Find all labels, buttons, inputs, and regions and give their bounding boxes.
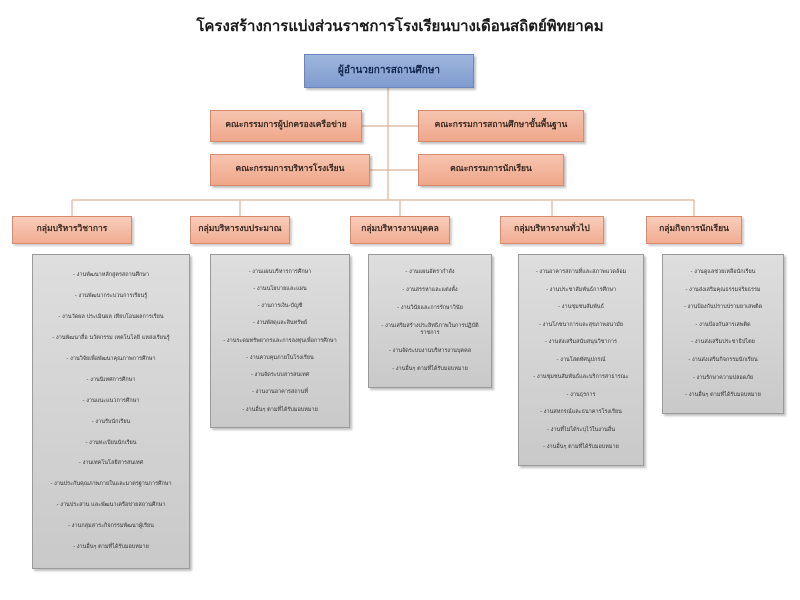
group-general-admin: กลุ่มบริหารงานทั่วไป <box>500 216 604 244</box>
task-item: - งานอื่นๆ ตามที่ได้รับมอบหมาย <box>685 392 761 399</box>
task-item: - งานเสริมสร้างประสิทธิภาพในการปฏิบัติรา… <box>381 323 479 336</box>
task-item: - งานอื่นๆ ตามที่ได้รับมอบหมาย <box>392 366 468 372</box>
task-item: - งานดูแลช่วยเหลือนักเรียน <box>690 269 756 276</box>
task-item: - งานวิจัยเพื่อพัฒนาคุณภาพการศึกษา <box>66 355 156 362</box>
task-item: - งานพัฒนากระบวนการเรียนรู้ <box>74 293 148 300</box>
task-list-general-admin: - งานอาคารสถานที่และสภาพแวดล้อม - งานประ… <box>518 254 644 466</box>
task-item: - งานวัดผล ประเมินผล เทียบโอนผลการเรียน <box>58 314 164 321</box>
task-item: - งานพัฒนาสื่อ นวัตกรรม เทคโนโลยี แหล่งเ… <box>52 335 170 342</box>
page-title: โครงสร้างการแบ่งส่วนราชการโรงเรียนบางเดื… <box>196 17 604 35</box>
committee-parent-network: คณะกรรมการผู้ปกครองเครือข่าย <box>210 110 362 142</box>
task-item: - งานประกันคุณภาพภายในและมาตรฐานการศึกษา <box>50 481 172 488</box>
task-item: - งานโภชนาการและสุขภาพอนามัย <box>538 321 624 328</box>
task-item: - งานส่งเสริมคุณธรรมจริยธรรม <box>685 286 761 293</box>
task-item: - งานจัดระบบสารสนเทศ <box>250 372 310 379</box>
committee-student: คณะกรรมการนักเรียน <box>418 154 564 186</box>
task-item: - งานอาคารสถานที่และสภาพแวดล้อม <box>535 268 627 275</box>
task-item: - งานแผนบริหารการศึกษา <box>248 268 312 275</box>
task-item: - งานส่งเสริมสนับสนุนวิชาการ <box>545 339 617 346</box>
committee-school-board: คณะกรรมการบริหารโรงเรียน <box>210 154 370 186</box>
task-item: - งานทะเบียนนักเรียน <box>85 439 137 446</box>
task-item: - งานส่งเสริมประชาธิปไตย <box>691 339 755 346</box>
task-item: - งานรับนักเรียน <box>91 418 131 425</box>
task-item: - งานอื่นๆ ตามที่ได้รับมอบหมาย <box>242 406 318 413</box>
task-item: - งานจัดระบบงานบริหารงานบุคคล <box>388 348 472 354</box>
task-item: - งานที่ไม่ได้ระบุไว้ในงานอื่น <box>547 426 615 433</box>
task-list-student-affairs: - งานดูแลช่วยเหลือนักเรียน - งานส่งเสริม… <box>662 254 784 414</box>
group-academic: กลุ่มบริหารวิชาการ <box>12 216 132 244</box>
task-list-personnel: - งานแผนอัตรากำลัง - งานสรรหาและแต่งตั้ง… <box>368 254 492 388</box>
task-item: - งานส่งเสริมกิจกรรมนักเรียน <box>688 357 758 364</box>
task-item: - งานสรรหาและแต่งตั้ง <box>402 287 458 294</box>
task-item: - งานสหกรณ์และธนาคารโรงเรียน <box>540 409 622 416</box>
task-item: - งานอื่นๆ ตามที่ได้รับมอบหมาย <box>73 544 149 551</box>
task-item: - งานงานอาคารสถานที่ <box>251 389 309 396</box>
task-item: - งานแนะแนวการศึกษา <box>82 397 140 404</box>
task-item: - งานชุมชนสัมพันธ์ <box>558 304 604 311</box>
director-box: ผู้อำนวยการสถานศึกษา <box>304 54 474 88</box>
task-item: - งานการเงิน-บัญชี <box>257 303 303 310</box>
task-item: - งานป้องกันสารเสพติด <box>695 321 751 328</box>
task-list-budget: - งานแผนบริหารการศึกษา - งานนโยบายและแผน… <box>210 254 350 428</box>
committee-basic-education: คณะกรรมการสถานศึกษาขั้นพื้นฐาน <box>418 110 584 142</box>
task-item: - งานนโยบายและแผน <box>253 285 307 292</box>
task-item: - งานพัฒนาหลักสูตรสถานศึกษา <box>73 272 149 279</box>
task-list-academic: - งานพัฒนาหลักสูตรสถานศึกษา - งานพัฒนากร… <box>32 254 190 569</box>
task-item: - งานแผนอัตรากำลัง <box>405 269 455 276</box>
task-item: - งานควบคุมภายในโรงเรียน <box>246 354 314 361</box>
task-item: - งานธุรการ <box>566 391 596 398</box>
task-item: - งานโสตทัศนูปกรณ์ <box>556 356 606 363</box>
group-personnel: กลุ่มบริหารงานบุคคล <box>350 216 450 244</box>
task-item: - งานเทคโนโลยีสารสนเทศ <box>78 460 144 467</box>
group-budget: กลุ่มบริหารงบประมาณ <box>190 216 290 244</box>
task-item: - งานอื่นๆ ตามที่ได้รับมอบหมาย <box>543 444 619 451</box>
task-item: - งานประชาสัมพันธ์การศึกษา <box>545 286 617 293</box>
task-item: - งานประสาน และพัฒนาเครือข่ายสถานศึกษา <box>56 502 166 509</box>
task-item: - งานระดมทรัพยากรและการลงทุนเพื่อการศึกษ… <box>223 337 337 344</box>
group-student-affairs: กลุ่มกิจการนักเรียน <box>646 216 742 244</box>
task-item: - งานรักษาความปลอดภัย <box>692 374 754 381</box>
task-item: - งานพัสดุและสินทรัพย์ <box>252 320 308 327</box>
task-item: - งานชุมชนสัมพันธ์และบริการสาธารณะ <box>533 374 629 381</box>
task-item: - งานกลุ่มสาระกิจกรรมพัฒนาผู้เรียน <box>68 523 154 530</box>
task-item: - งานนิเทศการศึกษา <box>86 376 136 383</box>
task-item: - งานวินัยและการรักษาวินัย <box>397 305 463 312</box>
task-item: - งานป้องกันปราบปรามยาเสพติด <box>683 304 763 311</box>
